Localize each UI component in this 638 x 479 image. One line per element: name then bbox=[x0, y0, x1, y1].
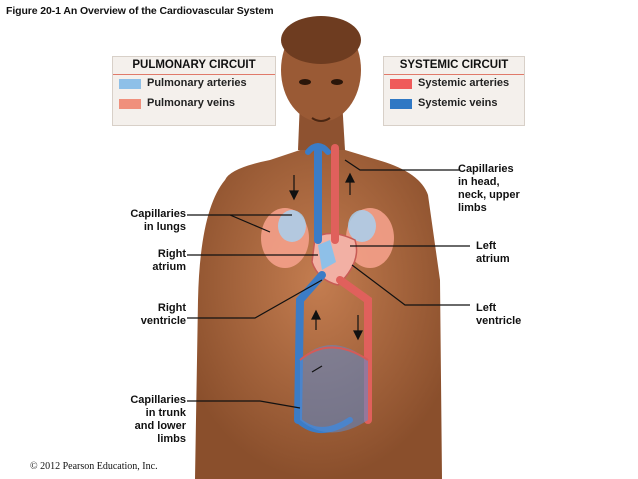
legend-row-pulmonary-arteries: Pulmonary arteries bbox=[113, 75, 275, 95]
legend-row-pulmonary-veins: Pulmonary veins bbox=[113, 95, 275, 115]
flow-arrows bbox=[289, 172, 363, 373]
systemic-veins-swatch bbox=[390, 99, 412, 109]
legend-label: Pulmonary veins bbox=[147, 97, 236, 109]
figure-title: Figure 20-1 An Overview of the Cardiovas… bbox=[6, 5, 274, 17]
legend-label: Systemic veins bbox=[418, 97, 498, 109]
systemic-arteries-swatch bbox=[390, 79, 412, 89]
systemic-legend: SYSTEMIC CIRCUIT Systemic arteries Syste… bbox=[383, 56, 525, 126]
legend-row-systemic-arteries: Systemic arteries bbox=[384, 75, 524, 95]
lungs bbox=[261, 208, 394, 268]
pulmonary-legend: PULMONARY CIRCUIT Pulmonary arteries Pul… bbox=[112, 56, 276, 126]
legend-row-systemic-veins: Systemic veins bbox=[384, 95, 524, 115]
pulmonary-legend-title: PULMONARY CIRCUIT bbox=[113, 57, 275, 75]
systemic-legend-title: SYSTEMIC CIRCUIT bbox=[384, 57, 524, 75]
pulmonary-arteries-swatch bbox=[119, 79, 141, 89]
legend-label: Pulmonary arteries bbox=[147, 77, 247, 89]
leader-lines bbox=[187, 159, 470, 409]
capillaries-trunk bbox=[299, 345, 369, 433]
pulmonary-veins-swatch bbox=[119, 99, 141, 109]
legend-label: Systemic arteries bbox=[418, 77, 510, 89]
copyright-notice: © 2012 Pearson Education, Inc. bbox=[30, 461, 158, 472]
